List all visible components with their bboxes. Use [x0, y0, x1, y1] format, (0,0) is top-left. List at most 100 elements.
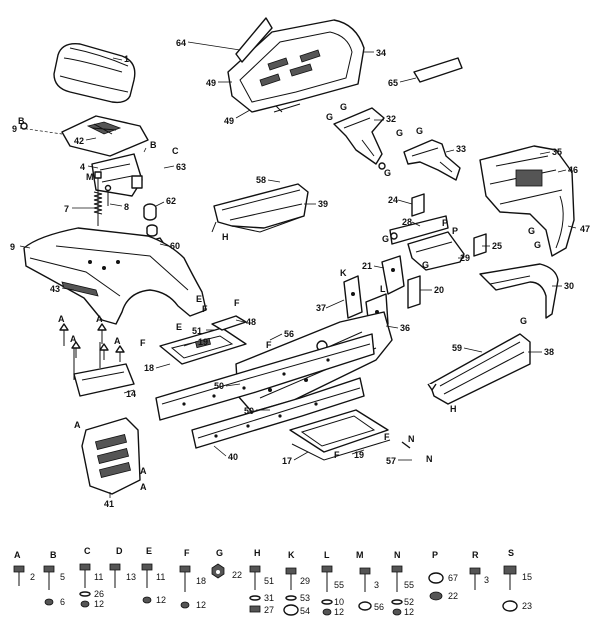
ref-letter-g: G [534, 240, 541, 250]
ref-letter-g: G [382, 234, 389, 244]
callout-58: 58 [256, 175, 266, 185]
callout-51: 51 [192, 326, 202, 336]
ref-letter-h: H [450, 404, 457, 414]
callout-37: 37 [316, 303, 326, 313]
hw-letter-g: G [216, 548, 223, 558]
hw-n-item-2: 52 [404, 597, 414, 607]
callout-50-lower: 50 [244, 406, 254, 416]
callout-41: 41 [104, 499, 114, 509]
hw-l-item-2: 10 [334, 597, 344, 607]
ref-letter-b: B [18, 116, 25, 126]
callout-43: 43 [50, 284, 60, 294]
clip-part-24 [411, 193, 425, 217]
hw-n-item-3: 12 [404, 607, 414, 617]
bracket-part-29 [407, 231, 465, 271]
hw-e-item-1: 11 [156, 572, 165, 582]
shield-part [429, 333, 531, 405]
hw-d-item-1: 13 [126, 572, 136, 582]
callout-38: 38 [544, 347, 554, 357]
ref-letter-a: A [140, 466, 147, 476]
ref-letter-a: A [74, 420, 81, 430]
hw-m-item-1: 3 [374, 580, 379, 590]
callout-labels: 1 64 34 49 49 65 9 42 4 63 32 33 35 46 4… [10, 38, 590, 509]
rail-part-39 [231, 215, 305, 233]
clip-part-25 [473, 233, 487, 257]
hw-m-item-2: 56 [374, 602, 384, 612]
ref-letter-g: G [520, 316, 527, 326]
hw-e-item-2: 12 [156, 595, 166, 605]
callout-20: 20 [434, 285, 444, 295]
spring-rod-part [93, 171, 112, 226]
side-rail-part [155, 333, 375, 421]
ref-letter-g: G [340, 102, 347, 112]
bracket-part-28 [389, 215, 449, 245]
hw-c-item-2: 26 [94, 589, 104, 599]
callout-1: 1 [124, 54, 129, 64]
ref-letter-g: G [326, 112, 333, 122]
callout-47: 47 [580, 224, 590, 234]
hw-letter-p: P [432, 550, 438, 560]
hw-h-item-3: 27 [264, 605, 274, 615]
decal-part-64 [235, 17, 273, 63]
callout-9-upper: 9 [12, 124, 17, 134]
callout-30: 30 [564, 281, 574, 291]
hw-letter-b: B [50, 550, 57, 560]
rear-panel-part [81, 417, 141, 495]
callout-35: 35 [552, 147, 562, 157]
ref-letter-a: A [96, 314, 103, 324]
hardware-key: A 2 B 5 6 C 11 26 12 D 13 E 11 12 F 18 1… [14, 546, 532, 617]
callout-59: 59 [452, 343, 462, 353]
ref-letter-f: F [334, 450, 340, 460]
hw-letter-a: A [14, 550, 21, 560]
grille-part [479, 145, 575, 257]
ref-letter-g: G [416, 126, 423, 136]
hw-a-item-1: 2 [30, 572, 35, 582]
hw-k-item-1: 29 [300, 576, 310, 586]
hw-letter-h: H [254, 548, 261, 558]
callout-63: 63 [176, 162, 186, 172]
bracket-part-20 [407, 275, 421, 309]
hw-k-item-2: 53 [300, 593, 310, 603]
callout-33: 33 [456, 144, 466, 154]
hw-l-item-1: 55 [334, 580, 344, 590]
hw-letter-n: N [394, 550, 401, 560]
callout-25: 25 [492, 241, 502, 251]
ref-letter-h: H [222, 232, 229, 242]
ref-letter-a: A [70, 334, 77, 344]
leader-lines [19, 41, 577, 498]
callout-57: 57 [386, 456, 396, 466]
ref-letter-g: G [396, 128, 403, 138]
callout-65: 65 [388, 78, 398, 88]
brace-part-30 [479, 263, 559, 319]
hw-letter-d: D [116, 546, 123, 556]
bracket-part-37 [343, 275, 363, 319]
ref-letter-a: A [114, 336, 121, 346]
lower-rail-part [191, 377, 365, 449]
hw-letter-m: M [356, 550, 364, 560]
hw-c-item-1: 11 [94, 572, 103, 582]
ref-letter-f: F [202, 304, 208, 314]
hood-part [227, 19, 365, 113]
hw-letter-l: L [324, 550, 330, 560]
ref-letter-e: E [196, 294, 202, 304]
callout-40: 40 [228, 452, 238, 462]
decal-part-65 [413, 57, 463, 83]
hw-b-item-2: 6 [60, 597, 65, 607]
hw-letter-c: C [84, 546, 91, 556]
callout-19-lower: 19 [354, 450, 364, 460]
bumper-part [143, 203, 158, 237]
rear-bracket-part [73, 342, 135, 397]
hw-n-item-1: 55 [404, 580, 414, 590]
ref-letter-f: F [384, 432, 390, 442]
hardware-drawings [13, 563, 518, 616]
seat-bracket-part [91, 153, 143, 197]
ref-letter-a: A [58, 314, 65, 324]
callout-48: 48 [246, 317, 256, 327]
callout-4: 4 [80, 162, 85, 172]
ref-letter-e: E [176, 322, 182, 332]
rail-part-58 [211, 183, 309, 233]
ref-letter-c: C [172, 146, 179, 156]
ref-letter-p: P [452, 226, 458, 236]
step-plate-part [289, 409, 391, 461]
